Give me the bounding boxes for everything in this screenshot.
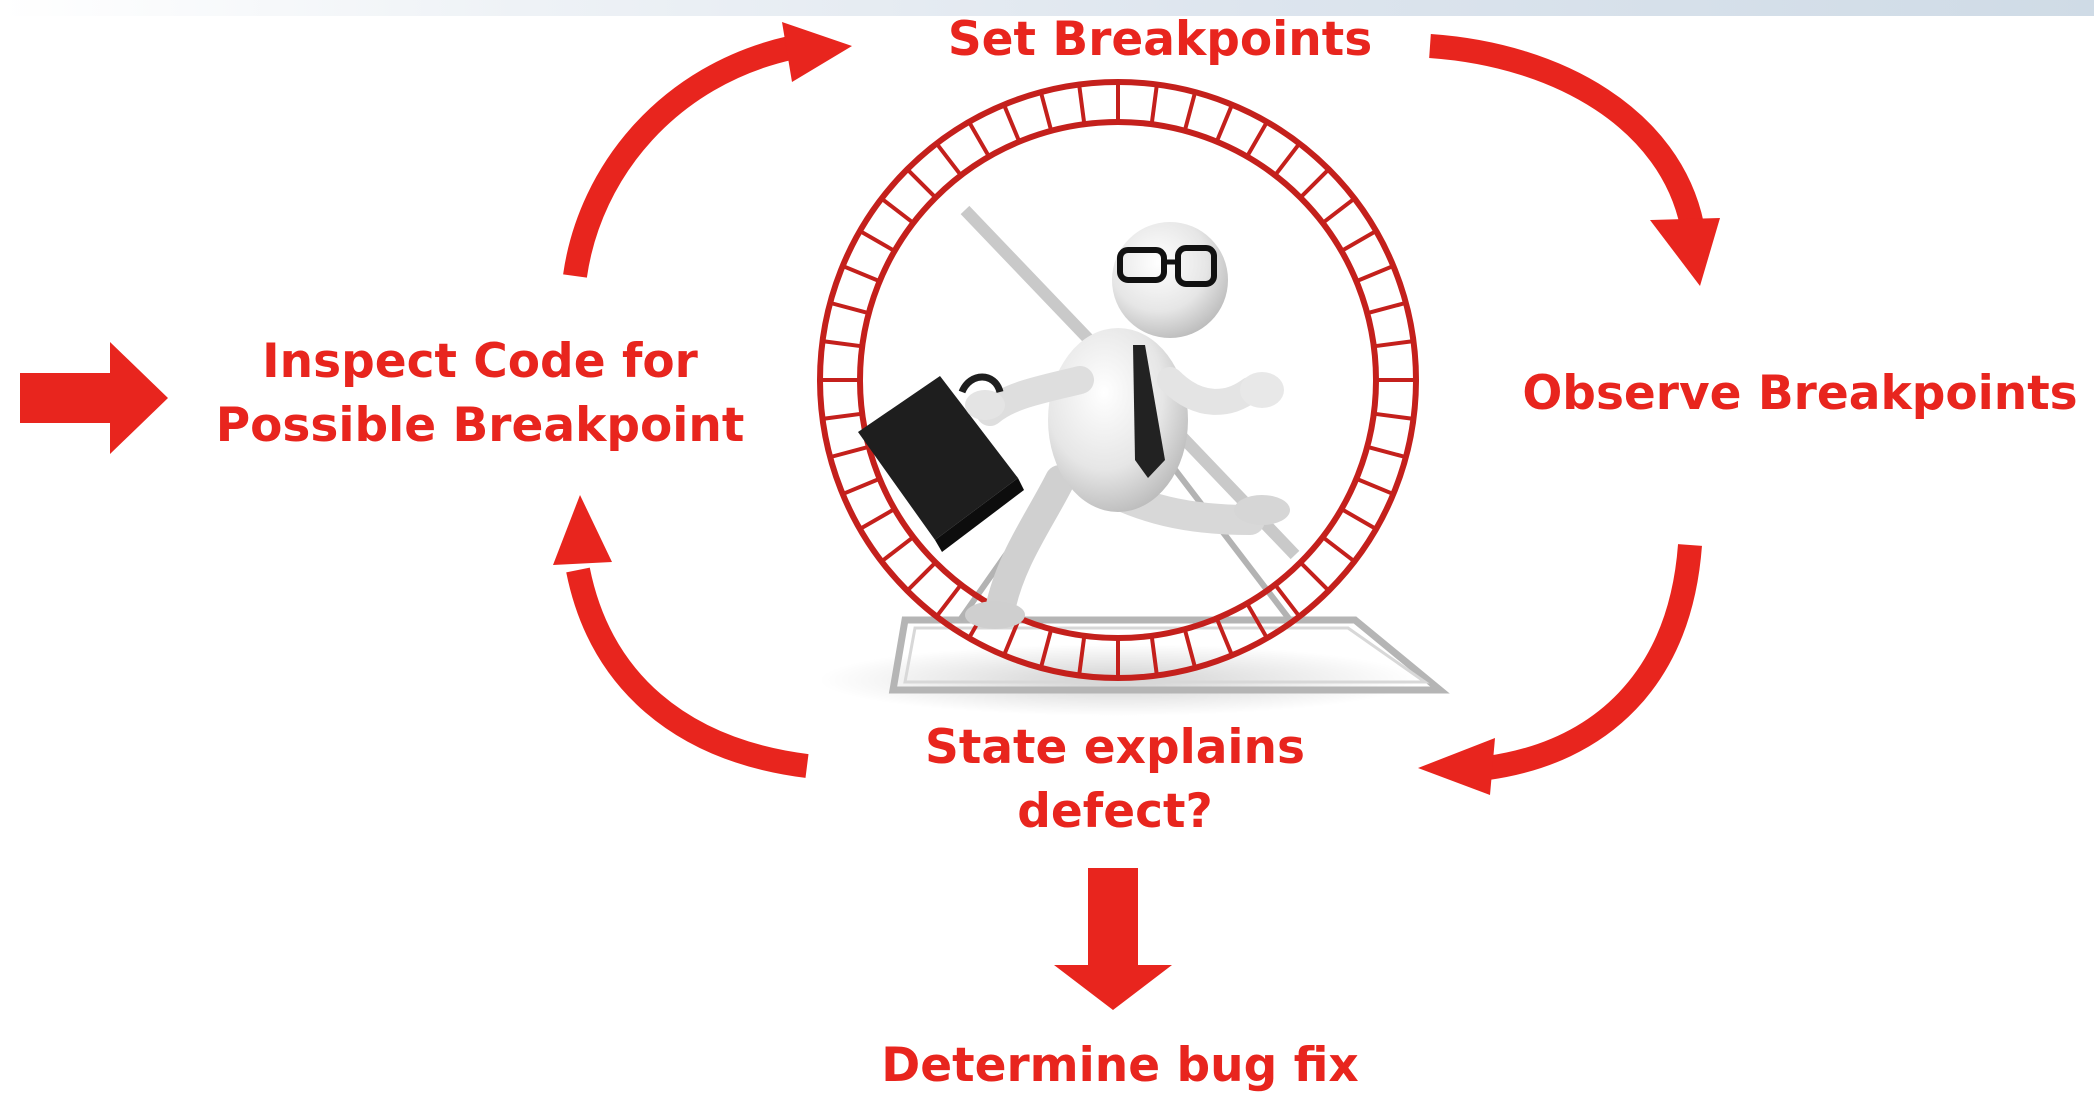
wheel-rung (1321, 535, 1356, 563)
wheel-rung (1299, 167, 1331, 199)
wheel-rung (905, 167, 937, 199)
wheel-rung (858, 507, 896, 531)
wheel-rung (1273, 142, 1301, 177)
arrow-observe-to-state-icon (1418, 544, 1702, 795)
wheel-rung (1340, 507, 1378, 531)
wheel-rung (1182, 91, 1198, 132)
wheel-rung (967, 120, 991, 158)
wheel-rung (1038, 91, 1054, 132)
wheel-rung (880, 197, 915, 225)
wheel-rung (1214, 103, 1234, 143)
wheel-rung (1340, 229, 1378, 253)
wheel-rung (1366, 300, 1407, 316)
wheel-rung (1273, 583, 1301, 618)
wheel-rung (1373, 411, 1414, 421)
wheel-rung (1149, 84, 1159, 125)
wheel-rung (1373, 339, 1414, 349)
observe-breakpoints-text: Observe Breakpoints (1522, 366, 2078, 421)
wheel-rung (935, 583, 963, 618)
wheel-rung (841, 476, 881, 496)
determine-bug-fix-label: Determine bug fix (850, 1034, 1390, 1098)
wheel-rung (829, 300, 870, 316)
state-explains-line-2: defect? (1017, 784, 1213, 839)
set-breakpoints-text: Set Breakpoints (947, 12, 1373, 67)
wheel-rung (905, 561, 937, 593)
wheel-rung (1002, 103, 1022, 143)
wheel-rung (1321, 197, 1356, 225)
wheel-rung (1366, 444, 1407, 460)
inspect-code-line-2: Possible Breakpoint (215, 398, 745, 453)
down-arrow-to-bug-fix-icon (1054, 868, 1172, 1010)
inspect-code-label: Inspect Code for Possible Breakpoint (190, 330, 770, 458)
header-gradient-band (0, 0, 2094, 16)
wheel-rung (1182, 628, 1198, 669)
wheel-rung (1149, 635, 1159, 676)
hamster-wheel-illustration-icon (817, 79, 1450, 716)
wheel-rung (1038, 628, 1054, 669)
arrow-state-to-inspect-icon (553, 495, 809, 778)
wheel-rung (829, 444, 870, 460)
wheel-rung (935, 142, 963, 177)
arrow-inspect-to-set-icon (563, 22, 852, 278)
wheel-rung (1355, 476, 1395, 496)
determine-bug-fix-text: Determine bug fix (881, 1038, 1359, 1093)
state-explains-line-1: State explains (925, 720, 1305, 775)
wheel-rung (841, 264, 881, 284)
wheel-rung (1245, 602, 1269, 640)
wheel-rung (822, 411, 863, 421)
wheel-rung (822, 339, 863, 349)
state-explains-defect-label: State explains defect? (890, 716, 1340, 844)
set-breakpoints-label: Set Breakpoints (880, 8, 1440, 72)
wheel-rung (1245, 120, 1269, 158)
wheel-rung (1299, 561, 1331, 593)
inspect-code-line-1: Inspect Code for (262, 334, 698, 389)
wheel-rung (1077, 635, 1087, 676)
arrow-set-to-observe-icon (1429, 34, 1720, 286)
wheel-rung (1214, 617, 1234, 657)
wheel-rung (880, 535, 915, 563)
observe-breakpoints-label: Observe Breakpoints (1520, 362, 2080, 426)
wheel-rung (858, 229, 896, 253)
wheel-rung (1355, 264, 1395, 284)
wheel-rung (1077, 84, 1087, 125)
entry-arrow-icon (20, 342, 168, 454)
